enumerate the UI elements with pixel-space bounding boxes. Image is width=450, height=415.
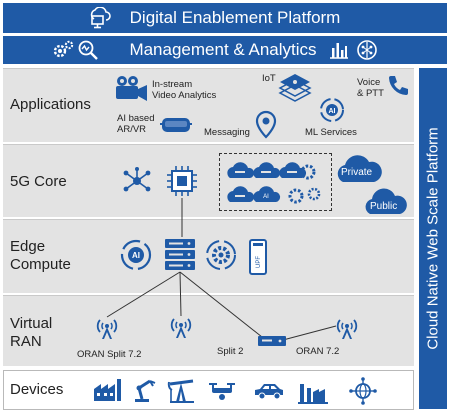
core-functions-group: [219, 153, 332, 211]
cloud-monitor-icon: [88, 3, 112, 33]
robot-arm-icon: [131, 376, 159, 409]
drone-icon: [207, 380, 237, 407]
gear-cycle-icon: [204, 238, 238, 277]
private-label: Private: [341, 167, 373, 178]
ran-layer: [3, 295, 414, 366]
plant-icon: [297, 378, 329, 409]
car-icon: [253, 381, 285, 406]
voice-label-1: Voice: [357, 77, 381, 88]
network-hub-icon: [122, 167, 152, 200]
ai-vr-label-1: AI based: [117, 113, 155, 124]
du-device-icon: [257, 334, 287, 352]
ai-cycle-icon: AI: [119, 238, 153, 277]
split2-label: Split 2: [217, 346, 244, 357]
applications-label: Applications: [10, 96, 91, 113]
edge-layer: [3, 219, 414, 293]
ai-vr-label-2: AR/VR: [117, 124, 147, 135]
applications-layer: [3, 68, 414, 142]
vr-headset-icon: [160, 114, 192, 141]
devices-label: Devices: [10, 381, 64, 398]
location-pin-icon: [253, 110, 279, 145]
svg-text:AI: AI: [263, 194, 269, 200]
search-analytics-icon: [77, 36, 99, 64]
svg-text:AI: AI: [329, 108, 336, 115]
split72-left-label: ORAN Split 7.2: [77, 349, 142, 360]
private-cloud-icon: [334, 150, 382, 189]
devices-layer: [3, 370, 414, 410]
server-stack-icon: [162, 236, 198, 279]
antenna-tower-icon: [94, 314, 120, 345]
ai-text: AI: [132, 251, 140, 260]
management-analytics-bar: Management & Analytics: [3, 36, 447, 64]
ran-label-2: RAN: [10, 333, 42, 350]
antenna-tower-icon: [334, 314, 360, 345]
factory-icon: [92, 377, 124, 408]
public-cloud-icon: [362, 184, 408, 221]
public-label: Public: [370, 201, 398, 212]
instream-label-1: In-stream: [152, 79, 193, 90]
ran-label-1: Virtual: [10, 315, 53, 332]
upf-device-icon: UPF: [248, 238, 268, 281]
cloud-functions-icon: AI: [226, 158, 326, 211]
video-camera-icon: [113, 74, 149, 109]
oil-pump-icon: [167, 376, 197, 409]
digital-enablement-bar: Digital Enablement Platform: [3, 3, 447, 33]
ml-services-label: ML Services: [305, 127, 357, 138]
edge-label-1: Edge: [10, 238, 46, 255]
messaging-label: Messaging: [204, 127, 250, 138]
antenna-tower-icon: [168, 313, 194, 344]
upf-text: UPF: [256, 256, 262, 268]
edge-label-2: Compute: [10, 256, 71, 273]
chip-icon: [165, 164, 199, 203]
management-analytics-title: Management & Analytics: [129, 40, 317, 59]
voice-label-2: & PTT: [357, 88, 384, 99]
digital-enablement-title: Digital Enablement Platform: [129, 8, 341, 27]
bar-chart-icon: [328, 36, 350, 64]
globe-network-icon: [349, 377, 377, 410]
ml-services-icon: AI: [317, 96, 347, 129]
core-label: 5G Core: [10, 173, 67, 190]
iot-label: IoT: [262, 73, 276, 84]
cloud-native-platform-bar: Cloud Native Web Scale Platform: [419, 68, 447, 409]
split72-right-label: ORAN 7.2: [296, 346, 340, 357]
instream-label-2: Video Analytics: [152, 90, 217, 101]
brain-icon: [355, 36, 379, 64]
gears-icon: [51, 36, 75, 64]
phone-icon: [386, 74, 410, 103]
iot-cube-icon: [278, 72, 312, 107]
